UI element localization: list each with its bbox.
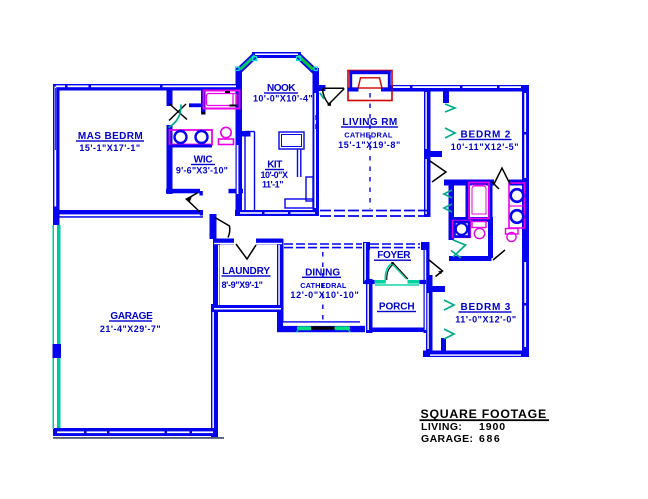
svg-text:LIVING:: LIVING: — [421, 421, 462, 433]
svg-text:CATHEDRAL: CATHEDRAL — [344, 131, 393, 140]
svg-text:8'-9"X9'-1": 8'-9"X9'-1" — [222, 280, 263, 290]
svg-text:SQUARE FOOTAGE: SQUARE FOOTAGE — [421, 407, 547, 421]
svg-text:15'-1"X19'-8": 15'-1"X19'-8" — [338, 140, 401, 150]
svg-text:BEDRM 3: BEDRM 3 — [460, 302, 511, 313]
svg-text:9'-6"X3'-10": 9'-6"X3'-10" — [176, 166, 228, 176]
svg-text:LIVING RM: LIVING RM — [342, 117, 397, 128]
svg-text:GARAGE:: GARAGE: — [421, 433, 473, 445]
svg-text:BEDRM 2: BEDRM 2 — [460, 130, 511, 141]
svg-text:11'-1": 11'-1" — [262, 180, 283, 190]
svg-text:DINING: DINING — [305, 267, 340, 278]
svg-text:15'-1"X17'-1": 15'-1"X17'-1" — [79, 143, 140, 153]
svg-text:11'-0"X12'-0": 11'-0"X12'-0" — [455, 314, 517, 324]
svg-text:10'-0"X: 10'-0"X — [261, 170, 288, 180]
svg-text:GARAGE: GARAGE — [110, 311, 153, 322]
svg-text:1900: 1900 — [479, 421, 506, 433]
svg-text:PORCH: PORCH — [379, 302, 415, 313]
svg-text:MAS BEDRM: MAS BEDRM — [78, 131, 143, 142]
svg-text:WIC: WIC — [194, 155, 213, 166]
svg-text:10'-0"X10'-4": 10'-0"X10'-4" — [253, 94, 313, 104]
svg-text:KIT: KIT — [267, 160, 282, 171]
svg-text:12'-0"X10'-10": 12'-0"X10'-10" — [290, 290, 359, 300]
svg-text:NOOK: NOOK — [267, 83, 296, 94]
svg-text:FOYER: FOYER — [377, 250, 411, 261]
svg-text:21'-4"X29'-7": 21'-4"X29'-7" — [100, 324, 161, 334]
svg-text:10'-11"X12'-5": 10'-11"X12'-5" — [451, 142, 519, 152]
svg-text:CATHEDRAL: CATHEDRAL — [300, 281, 347, 290]
svg-text:LAUNDRY: LAUNDRY — [222, 266, 270, 277]
svg-text:686: 686 — [479, 433, 501, 445]
